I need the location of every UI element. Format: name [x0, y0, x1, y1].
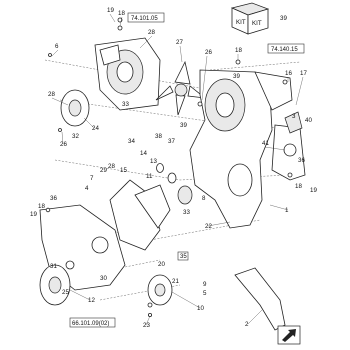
- pulley-24: [60, 89, 90, 127]
- part-label: 16: [285, 70, 292, 77]
- part-label: 31: [50, 263, 57, 270]
- kit-number: 39: [280, 15, 287, 22]
- part-label: 26: [60, 141, 67, 148]
- part-label: 28: [48, 91, 55, 98]
- part-label: 11: [146, 173, 153, 180]
- part-label: 12: [88, 297, 95, 304]
- part-label: 19: [310, 187, 317, 194]
- part-label: 34: [128, 138, 135, 145]
- tensioner-arm: [109, 163, 193, 251]
- drive-belt: [234, 267, 286, 331]
- kit-box-icon: KIT KIT 39: [230, 2, 287, 35]
- hardware-items: [45, 17, 293, 317]
- part-label: 13: [150, 158, 157, 165]
- part-label: 32: [72, 133, 79, 140]
- leader-lines: [51, 13, 304, 326]
- pulley-10: [147, 274, 173, 306]
- ref-right: 74.140.15: [271, 47, 298, 53]
- kit-word: KIT: [236, 19, 246, 26]
- part-label: 18: [235, 47, 242, 54]
- part-label: 15: [120, 167, 127, 174]
- part-label: 18: [118, 10, 125, 17]
- part-label: 24: [92, 125, 99, 132]
- ref-bottom: 66.101.09(02): [72, 321, 109, 327]
- part-label: 2: [245, 321, 249, 328]
- fan-blade-assembly: [155, 60, 207, 116]
- part-label: 30: [100, 275, 107, 282]
- part-labels: 19 18 28 6 27 26 18 16 17 3 40 28 24 32 …: [30, 7, 317, 329]
- part-label: 19: [30, 211, 37, 218]
- part-label: 40: [305, 117, 312, 124]
- reference-boxes: 74.101.05 74.140.15 66.101.09(02) 35: [69, 12, 305, 328]
- part-label: 18: [295, 183, 302, 190]
- part-label: 1: [285, 207, 289, 214]
- part-label: 14: [140, 150, 147, 157]
- part-label: 17: [300, 70, 307, 77]
- part-label: 21: [172, 278, 179, 285]
- impeller-housing: [94, 37, 161, 111]
- part-label: 28: [108, 163, 115, 170]
- part-label: 27: [176, 39, 183, 46]
- part-label: 33: [183, 209, 190, 216]
- part-label: 7: [90, 175, 94, 182]
- part-label: 23: [143, 322, 150, 329]
- part-label: 4: [85, 185, 89, 192]
- pulley-12: [39, 264, 71, 306]
- part-label: 20: [158, 261, 165, 268]
- right-side-plate: [271, 111, 306, 181]
- part-label: 39: [233, 73, 240, 80]
- part-label: 36: [50, 195, 57, 202]
- part-label: 3: [292, 113, 296, 120]
- part-label: 5: [203, 290, 207, 297]
- part-label: 29: [100, 167, 107, 174]
- part-label: 18: [38, 203, 45, 210]
- view-arrow-icon: [277, 325, 301, 345]
- part-label: 37: [168, 138, 175, 145]
- blower-housing: [189, 69, 293, 229]
- part-label: 10: [197, 305, 204, 312]
- kit-word: KIT: [252, 20, 262, 27]
- ref-top: 74.101.05: [131, 16, 158, 22]
- part-label: 26: [205, 49, 212, 56]
- part-label: 9: [203, 281, 207, 288]
- part-label: 38: [155, 133, 162, 140]
- part-label: 22: [205, 223, 212, 230]
- part-label: 36: [298, 157, 305, 164]
- part-label: 41: [262, 140, 269, 147]
- ref-box-35: 35: [180, 254, 187, 260]
- part-label: 6: [55, 43, 59, 50]
- part-label: 8: [202, 195, 206, 202]
- part-label: 39: [180, 122, 187, 129]
- part-label: 28: [148, 29, 155, 36]
- part-label: 33: [122, 101, 129, 108]
- part-label: 25: [62, 289, 69, 296]
- part-label: 19: [107, 7, 114, 14]
